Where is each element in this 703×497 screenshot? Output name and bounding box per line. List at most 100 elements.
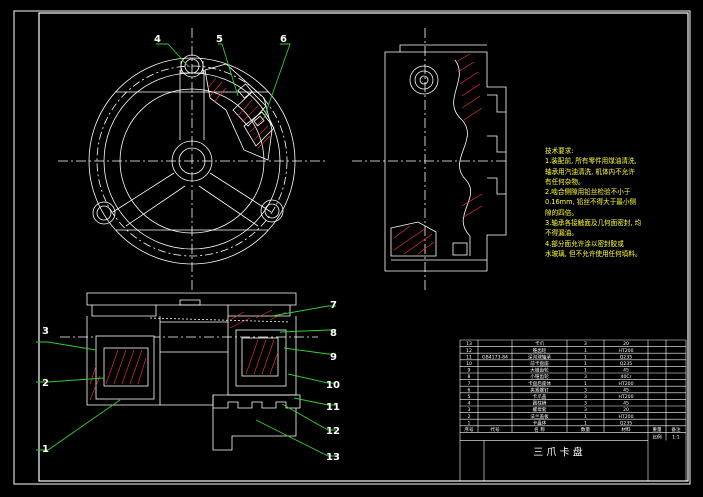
notes-line: 不得漏油。 — [545, 229, 578, 238]
notes-line: 隙的四倍。 — [545, 208, 578, 217]
notes-line: 1.装配前, 所有零件用煤油清洗, — [545, 157, 637, 166]
notes-line: 轴承用汽油清洗, 机体内不允许 — [545, 167, 635, 176]
scale-label: 比例 — [652, 433, 662, 440]
notes-line: 0.16mm, 铅丝不得大于最小侧 — [545, 198, 637, 207]
bom-cell: 1 — [584, 368, 587, 374]
bom-cell: 1 — [584, 420, 587, 426]
bom-cell: 11 — [466, 354, 472, 360]
callout-numbers: 4 5 6 3 2 1 7 8 9 10 11 12 13 — [42, 34, 340, 463]
bom-header-cell: 序号 — [464, 426, 474, 433]
bom-cell: 9 — [468, 368, 471, 374]
callout-8: 8 — [330, 328, 337, 339]
bom-cell: 1 — [584, 381, 587, 387]
bom-cell: 卡盘后座体 — [528, 380, 551, 387]
callout-2: 2 — [42, 378, 49, 389]
bom-cell: 3 — [584, 401, 587, 407]
bom-cell: GB4173-84 — [482, 354, 508, 360]
bom-cell: 卡盘体 — [533, 419, 547, 426]
leader-lines — [36, 43, 336, 457]
bom-cell: 1 — [584, 414, 587, 420]
bom-cell: 小锥齿轮 — [530, 373, 549, 380]
bom-cell: 前卡盘座 — [530, 360, 549, 367]
bom-header-cell: 名 称 — [534, 426, 545, 433]
bom-header-cell: 重量 — [652, 426, 662, 433]
callout-13: 13 — [326, 452, 340, 463]
bom-cell: 4 — [468, 401, 471, 407]
outer-border — [13, 10, 691, 485]
bom-cell: 13 — [466, 341, 472, 347]
bom-cell: 3 — [584, 407, 587, 413]
bom-cell: 5 — [468, 394, 471, 400]
callout-11: 11 — [326, 402, 340, 413]
notes-line: 4.部分面允许涂以密封胶或 — [545, 239, 624, 248]
bom-cell: 夹紧螺钉 — [530, 386, 549, 393]
bom-cell: 螺母套 — [533, 406, 547, 413]
bom-header-cell: 备注 — [671, 426, 681, 433]
callout-9: 9 — [330, 352, 337, 363]
drawing-title: 三 爪 卡 盘 — [533, 445, 583, 458]
bom-cell: 6 — [468, 387, 471, 393]
bom-cell: 1 — [468, 420, 471, 426]
notes-line: 有任何杂物。 — [545, 177, 585, 186]
bom-cell: 大锥齿轮 — [530, 367, 549, 374]
technical-requirements: 技术要求: 1.装配前, 所有零件用煤油清洗, 轴承用汽油清洗, 机体内不允许 … — [545, 146, 695, 259]
bom-cell: 7 — [468, 381, 471, 387]
callout-1: 1 — [42, 444, 49, 455]
bom-cell: Q235 — [620, 361, 632, 367]
callout-10: 10 — [326, 380, 340, 391]
bom-cell: 1 — [584, 348, 587, 354]
scale-value: 1:1 — [672, 434, 679, 440]
bom-cell: 12 — [466, 348, 472, 354]
front-view — [58, 28, 328, 290]
callout-12: 12 — [326, 426, 340, 437]
bom-cell: 圆柱销 — [533, 400, 547, 407]
callout-6: 6 — [280, 34, 287, 45]
bom-cell: 45 — [623, 401, 629, 407]
bom-cell: HT200 — [618, 394, 633, 400]
section-view — [60, 292, 318, 451]
bom-cell: 1 — [584, 354, 587, 360]
notes-heading: 技术要求: — [545, 147, 574, 155]
callout-5: 5 — [216, 34, 223, 45]
bom-cell: 3 — [584, 394, 587, 400]
side-view — [352, 28, 507, 290]
bom-header-cell: 材料 — [621, 426, 631, 433]
bom-cell: 深沟球轴承 — [528, 353, 551, 360]
jaw-left — [92, 172, 186, 227]
bom-header-cell: 数量 — [581, 426, 591, 433]
bom-header-cell: 代号 — [490, 426, 500, 433]
bom-cell: 卡爪 — [535, 340, 545, 347]
bom-cell: 2 — [468, 414, 471, 420]
bom-cell: 20 — [623, 341, 629, 347]
bom-cell: 45 — [623, 387, 629, 393]
notes-line: 2.啮合侧隙用铅丝检验不小于 — [545, 188, 631, 197]
jaw-right — [198, 172, 284, 227]
bom-cell: 3 — [584, 387, 587, 393]
callout-3: 3 — [42, 326, 49, 337]
bom-cell: Q235 — [620, 354, 632, 360]
bom-cell: 1 — [584, 361, 587, 367]
inner-frame — [38, 12, 689, 482]
bom-cell: 3 — [584, 341, 587, 347]
bom-cell: HT200 — [618, 348, 633, 354]
bom-cell: 3 — [584, 374, 587, 380]
notes-line: 水玻璃, 但不允许使用任何填料。 — [545, 249, 642, 258]
bom-cell: 8 — [468, 374, 471, 380]
bom-cell: 法兰盖板 — [530, 413, 549, 420]
bom-cell: Q235 — [620, 420, 632, 426]
bom-cell: 45 — [623, 368, 629, 374]
bom-cell: 3 — [468, 407, 471, 413]
callout-4: 4 — [154, 34, 161, 45]
bom-cell: HT200 — [618, 381, 633, 387]
notes-line: 3.轴承各接触面及几何面密封, 均 — [545, 219, 642, 228]
bom-cell: 20 — [623, 407, 629, 413]
bom-cell: 卡爪盖 — [533, 393, 547, 400]
bom-cell: 10 — [466, 361, 472, 367]
bom-cell: 锥齿轮 — [533, 347, 547, 354]
callout-7: 7 — [330, 300, 337, 311]
jaw-top — [179, 54, 205, 140]
bom-cell: 40Cr — [621, 374, 632, 380]
bom-cell: HT200 — [618, 414, 633, 420]
